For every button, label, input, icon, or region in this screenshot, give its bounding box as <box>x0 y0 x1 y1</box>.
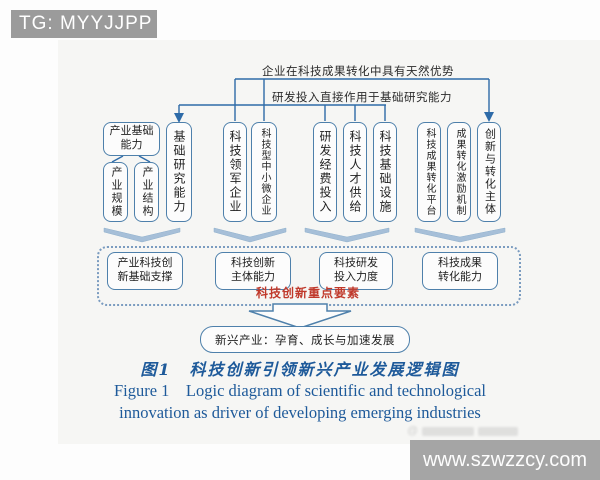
box-achievement-incentive-mechanism: 成果转化激励机制 <box>447 122 471 222</box>
box-label: 创新与转化主体 <box>483 128 496 216</box>
box-label: 科技型中小微企业 <box>259 128 270 216</box>
box-tech-infrastructure: 科技基础设施 <box>373 122 397 222</box>
faint-watermark-blur <box>422 426 475 436</box>
tg-watermark-badge: TG: MYYJJPP <box>11 10 157 38</box>
box-line: 转化能力 <box>438 271 482 283</box>
box-line: 产业基础 <box>109 125 154 138</box>
box-line: 投入力度 <box>334 271 378 283</box>
at-icon: @ <box>407 425 419 437</box>
box-line: 科技研发 <box>334 257 378 270</box>
box-label: 产业结构 <box>141 166 153 218</box>
faint-watermark-blur <box>478 426 519 436</box>
box-line: 科技成果 <box>438 257 482 270</box>
red-key-factors-label: 科技创新重点要素 <box>255 286 360 300</box>
box-industry-tech-innovation-foundation: 产业科技创 新基础支撑 <box>107 252 183 290</box>
box-line: 科技创新 <box>231 257 275 270</box>
box-emerging-industries-outcome: 新兴产业：孕育、成长与加速发展 <box>200 326 410 353</box>
faint-watermark: @ <box>407 424 557 438</box>
figure-caption-en-line1: Figure 1 Logic diagram of scientific and… <box>113 381 487 400</box>
box-innovation-subject-capability: 科技创新 主体能力 <box>215 252 291 290</box>
box-label: 科技领军企业 <box>228 130 242 214</box>
box-industry-basic-capability: 产业基础 能力 <box>103 122 160 156</box>
box-line: 产业科技创 <box>117 257 173 270</box>
box-innovation-transformation-subject: 创新与转化主体 <box>477 122 501 222</box>
box-rd-funding-input: 研发经费投入 <box>313 122 337 222</box>
box-industry-scale: 产业规模 <box>103 162 128 222</box>
box-line: 新基础支撑 <box>117 271 173 283</box>
box-basic-research-capability: 基础研究能力 <box>166 122 192 222</box>
box-label: 科技基础设施 <box>378 130 392 214</box>
box-tech-smes: 科技型中小微企业 <box>251 122 277 222</box>
box-label: 研发经费投入 <box>318 130 332 214</box>
box-tech-leading-enterprises: 科技领军企业 <box>223 122 247 222</box>
box-label: 成果转化激励机制 <box>454 128 465 216</box>
site-watermark-bar: www.szwzzcy.com <box>410 440 600 480</box>
box-label: 产业规模 <box>110 166 122 218</box>
box-line: 能力 <box>120 139 143 151</box>
box-line: 主体能力 <box>231 271 275 283</box>
box-label: 新兴产业：孕育、成长与加速发展 <box>215 334 395 347</box>
box-achievement-transformation-capability: 科技成果 转化能力 <box>422 252 498 290</box>
figure-caption-en-line2: innovation as driver of developing emerg… <box>119 403 481 422</box>
label-enterprise-advantage: 企业在科技成果转化中具有天然优势 <box>262 66 454 78</box>
box-rd-investment-intensity: 科技研发 投入力度 <box>319 252 393 290</box>
box-tech-talent-supply: 科技人才供给 <box>343 122 367 222</box>
box-label: 基础研究能力 <box>172 130 186 214</box>
figure-caption-zh: 图1 科技创新引领新兴产业发展逻辑图 <box>140 360 460 379</box>
box-label: 科技人才供给 <box>348 130 362 214</box>
box-industry-structure: 产业结构 <box>134 162 159 222</box>
box-achievement-transfer-platform: 科技成果转化平台 <box>417 122 441 222</box>
box-label: 科技成果转化平台 <box>424 128 435 216</box>
label-rd-input-effect: 研发投入直接作用于基础研究能力 <box>272 92 452 104</box>
